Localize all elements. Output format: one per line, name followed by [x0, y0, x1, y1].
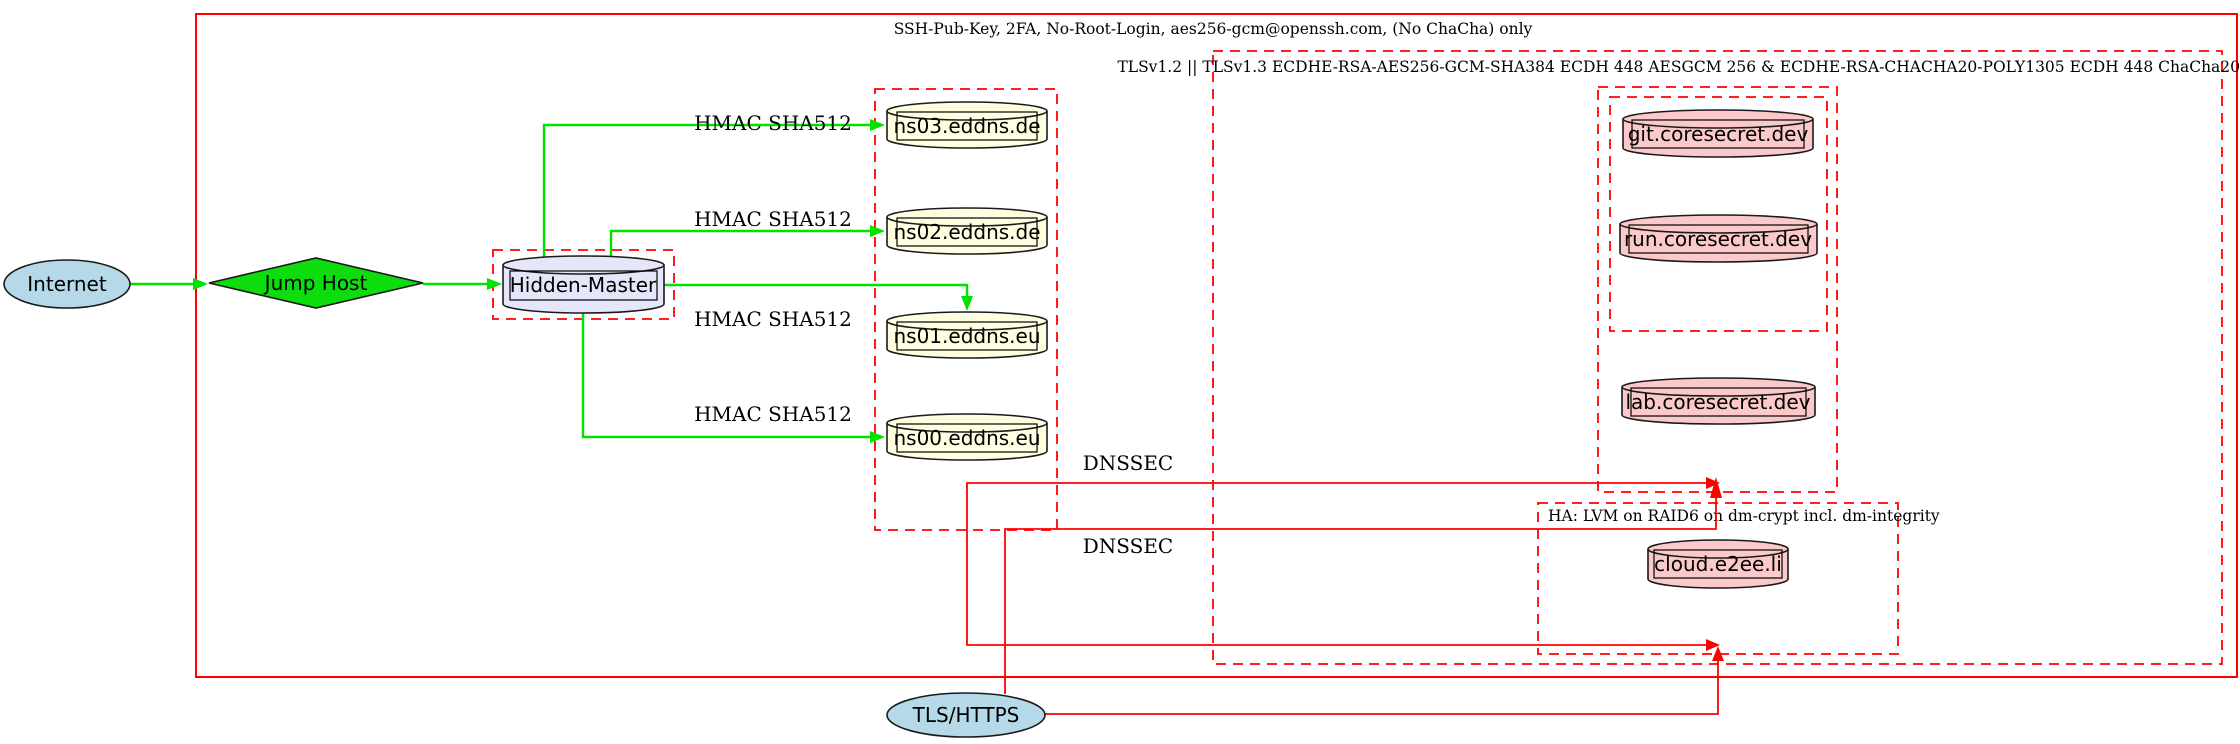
- arrowhead-ns00: [870, 431, 885, 443]
- dnssec-arrowhead-upper: [1706, 477, 1720, 489]
- arrowhead-ns02: [870, 225, 885, 237]
- ssh-hardening-cluster-box: [195, 13, 2238, 678]
- hmac-label-ns02: HMAC SHA512: [694, 207, 852, 231]
- nameserver-cluster-box: [874, 88, 1058, 531]
- ns01-node: ns01.eddns.eu: [886, 311, 1048, 359]
- hmac-label-ns00: HMAC SHA512: [694, 402, 852, 426]
- ha-cluster-label: HA: LVM on RAID6 on dm-crypt incl. dm-in…: [1548, 507, 1940, 525]
- ns02-node-label: ns02.eddns.de: [893, 220, 1040, 244]
- internet-node-label: Internet: [27, 272, 107, 296]
- dnssec-label-lower: DNSSEC: [1083, 534, 1174, 558]
- hmac-label-ns01: HMAC SHA512: [694, 307, 852, 331]
- ha-cluster-box: [1537, 502, 1899, 655]
- ns00-node-label: ns00.eddns.eu: [893, 426, 1040, 450]
- hidden-master-node-label: Hidden-Master: [510, 273, 657, 297]
- tls-https-node-label: TLS/HTTPS: [912, 703, 1020, 727]
- cloud-e2ee-node-label: cloud.e2ee.li: [1654, 552, 1782, 576]
- edge-hiddenmaster-ns01: [664, 283, 969, 296]
- ns02-node: ns02.eddns.de: [886, 207, 1048, 255]
- git-coresecret-node: git.coresecret.dev: [1622, 109, 1814, 158]
- arrowhead-ns01: [961, 296, 973, 311]
- ns01-node-label: ns01.eddns.eu: [893, 324, 1040, 348]
- dnssec-arrowhead-lower: [1706, 639, 1720, 651]
- ns03-node: ns03.eddns.de: [886, 101, 1048, 149]
- ssh-hardening-cluster-label: SSH-Pub-Key, 2FA, No-Root-Login, aes256-…: [894, 20, 1533, 38]
- hmac-label-ns03: HMAC SHA512: [694, 111, 852, 135]
- run-coresecret-node: run.coresecret.dev: [1619, 214, 1818, 263]
- tls-to-coresecret-arrowhead: [1710, 477, 1722, 498]
- tls-to-coresecret-edge: [1004, 498, 1717, 694]
- jump-host-node: Jump Host: [208, 257, 424, 309]
- coresecret-cluster-box: [1597, 86, 1838, 493]
- arrowhead-jumphost-hiddenmaster: [487, 278, 502, 290]
- edge-hiddenmaster-ns00: [581, 312, 870, 439]
- cloud-e2ee-node: cloud.e2ee.li: [1647, 539, 1789, 589]
- run-coresecret-node-label: run.coresecret.dev: [1624, 227, 1812, 251]
- arrowhead-internet-jumphost: [193, 278, 208, 290]
- hidden-master-node: Hidden-Master: [502, 255, 665, 314]
- arrowhead-ns03: [870, 119, 885, 131]
- lab-coresecret-node-label: lab.coresecret.dev: [1625, 390, 1810, 414]
- jump-host-node-label: Jump Host: [263, 271, 368, 295]
- tls-https-node: TLS/HTTPS: [886, 692, 1046, 738]
- dnssec-label-upper: DNSSEC: [1083, 451, 1174, 475]
- lab-coresecret-node: lab.coresecret.dev: [1621, 377, 1816, 425]
- git-run-cluster-box: [1609, 96, 1828, 332]
- ns00-node: ns00.eddns.eu: [886, 413, 1048, 461]
- git-coresecret-node-label: git.coresecret.dev: [1628, 122, 1809, 146]
- tls-to-ha-arrowhead: [1712, 646, 1724, 661]
- ns03-node-label: ns03.eddns.de: [893, 114, 1040, 138]
- tls-cluster-label: TLSv1.2 || TLSv1.3 ECDHE-RSA-AES256-GCM-…: [1117, 58, 2240, 76]
- edge-hiddenmaster-ns02: [609, 229, 870, 257]
- tls-to-ha-edge: [1045, 661, 1719, 715]
- edge-hiddenmaster-ns03: [542, 123, 870, 258]
- dnssec-routing-edge: [966, 482, 1706, 646]
- internet-node: Internet: [3, 259, 131, 309]
